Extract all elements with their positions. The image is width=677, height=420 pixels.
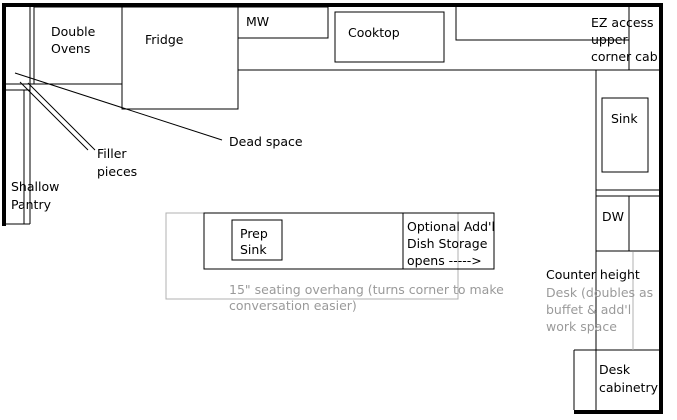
double-ovens-label: Double Ovens: [51, 24, 99, 56]
prep-sink-box: [231, 219, 283, 261]
exterior-walls: [2, 3, 663, 414]
corner-cab-outline: [628, 40, 659, 71]
desk-cabinetry-label: Desk cabinetry: [599, 362, 659, 395]
filler-pointer-2: [27, 82, 96, 151]
mw-label: MW: [246, 14, 269, 29]
right-cabinetry: [573, 70, 659, 410]
seating-overhang-label: 15" seating overhang (turns corner to ma…: [229, 282, 508, 313]
cooktop-label: Cooktop: [348, 25, 400, 40]
island-base: [203, 212, 495, 270]
filler-pointer-1: [19, 81, 89, 151]
counter-height-label: Counter height: [546, 267, 640, 282]
left-cabinetry: [5, 6, 239, 225]
dead-space-pointer: [14, 72, 223, 141]
ez-access-label: EZ access upper corner cab: [591, 15, 658, 64]
desk-description-label: Desk (doubles as buffet & add'l work spa…: [546, 285, 657, 334]
fridge-label: Fridge: [145, 32, 184, 47]
top-cabinetry: [237, 6, 659, 71]
dead-space-label: Dead space: [229, 134, 303, 149]
shallow-pantry-label: Shallow Pantry: [11, 179, 63, 212]
island: [165, 212, 495, 300]
pointer-lines: [14, 72, 223, 151]
optional-storage-label: Optional Add'l Dish Storage opens ----->: [407, 219, 499, 268]
prep-sink-label: Prep Sink: [240, 226, 272, 257]
upper-cab-outline: [455, 7, 629, 41]
dw-label: DW: [602, 209, 624, 224]
cooktop-box: [334, 11, 445, 63]
mw-box: [237, 6, 329, 39]
filler-pieces-label: Filler pieces: [97, 146, 137, 179]
fridge-box: [121, 6, 239, 110]
sink-box: [601, 97, 649, 173]
sink-label: Sink: [611, 111, 638, 126]
